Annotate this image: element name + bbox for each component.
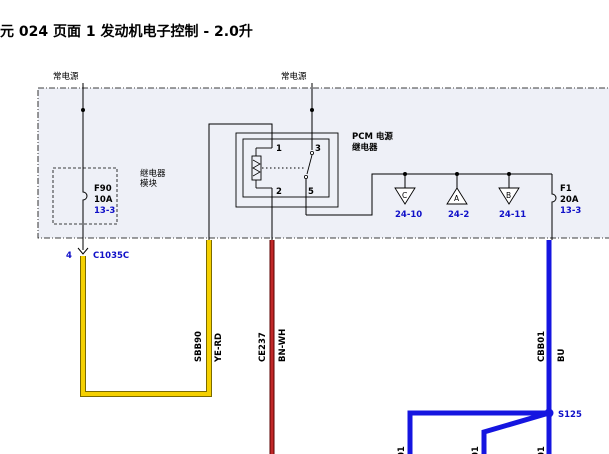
pcm-relay-label-2: 继电器 [352, 142, 378, 153]
wire-sbb90-fill [81, 240, 211, 396]
connector-icon [77, 247, 89, 255]
output-c-letter: C [402, 191, 407, 200]
fuse-f1-rating: 20A [560, 195, 579, 205]
wire-cbb01-color: BU [557, 349, 567, 362]
output-b-icon [498, 187, 520, 205]
partial-label-3: 01 [537, 446, 547, 454]
splice-dot-left [81, 108, 85, 112]
partial-label-2: 01 [471, 446, 481, 454]
output-c-ref: 24-10 [395, 210, 422, 220]
relay-pin-2: 2 [276, 187, 282, 197]
relay-coil-winding [252, 159, 261, 177]
pcm-relay-label-1: PCM 电源 [352, 131, 393, 142]
wire-sbb90 [80, 240, 212, 397]
fuse-f1-name: F1 [560, 184, 572, 194]
relay-pin-5: 5 [308, 187, 314, 197]
wire-sbb90-color: YE-RD [214, 333, 224, 363]
relay-pin-1: 1 [276, 144, 282, 154]
splice-s125-label: S125 [558, 410, 582, 420]
connector-pin: 4 [66, 251, 72, 261]
output-c-icon [394, 187, 416, 205]
relay-module-box [52, 167, 118, 225]
wire-ce237-color: BN-WH [278, 329, 288, 362]
relay-module-label-2: 模块 [140, 178, 158, 189]
power-label-left: 常电源 [53, 71, 79, 82]
output-b-letter: B [506, 191, 511, 200]
relay-coil-icon [251, 155, 262, 181]
fuse-f1-icon [551, 174, 557, 240]
relay-pin-3: 3 [315, 144, 321, 154]
relay-output-wire [306, 173, 552, 216]
output-b-ref: 24-11 [499, 210, 526, 220]
pcm-relay-inner-box [242, 138, 330, 198]
splice-s125-dot [544, 408, 554, 418]
output-a-ref: 24-2 [448, 210, 469, 220]
wire-sbb90-circuit: SBB90 [194, 331, 204, 362]
wire-branch-mid [481, 410, 550, 454]
pcm-relay-outer-box [235, 132, 339, 208]
page-title: 元 024 页面 1 发动机电子控制 - 2.0升 [0, 24, 253, 40]
fuse-f90-name: F90 [94, 184, 112, 194]
relay-contact-top [309, 150, 314, 155]
partial-label-1: 01 [397, 446, 407, 454]
output-a-letter: A [454, 194, 460, 203]
fuse-f90-ref: 13-3 [94, 206, 115, 216]
fuse-f90-rating: 10A [94, 195, 113, 205]
splice-dot-mid [310, 108, 314, 112]
output-c-dot [403, 172, 407, 176]
relay-contact-bottom [303, 174, 308, 179]
wire-ce237-circuit: CE237 [258, 332, 268, 362]
power-label-mid: 常电源 [281, 71, 307, 82]
fuse-f90-icon [82, 172, 88, 250]
fuse-f1-ref: 13-3 [560, 206, 581, 216]
coil-feed-wire [208, 123, 273, 245]
relay-switch-icon [306, 154, 313, 175]
output-b-dot [507, 172, 511, 176]
connector-name: C1035C [93, 251, 129, 261]
wire-branch-left [407, 410, 549, 454]
output-a-dot [455, 172, 459, 176]
wire-cbb01-circuit: CBB01 [537, 331, 547, 362]
fuse-box-outline [37, 87, 609, 239]
relay-module-label-1: 继电器 [140, 168, 166, 179]
output-a-icon [446, 187, 468, 205]
